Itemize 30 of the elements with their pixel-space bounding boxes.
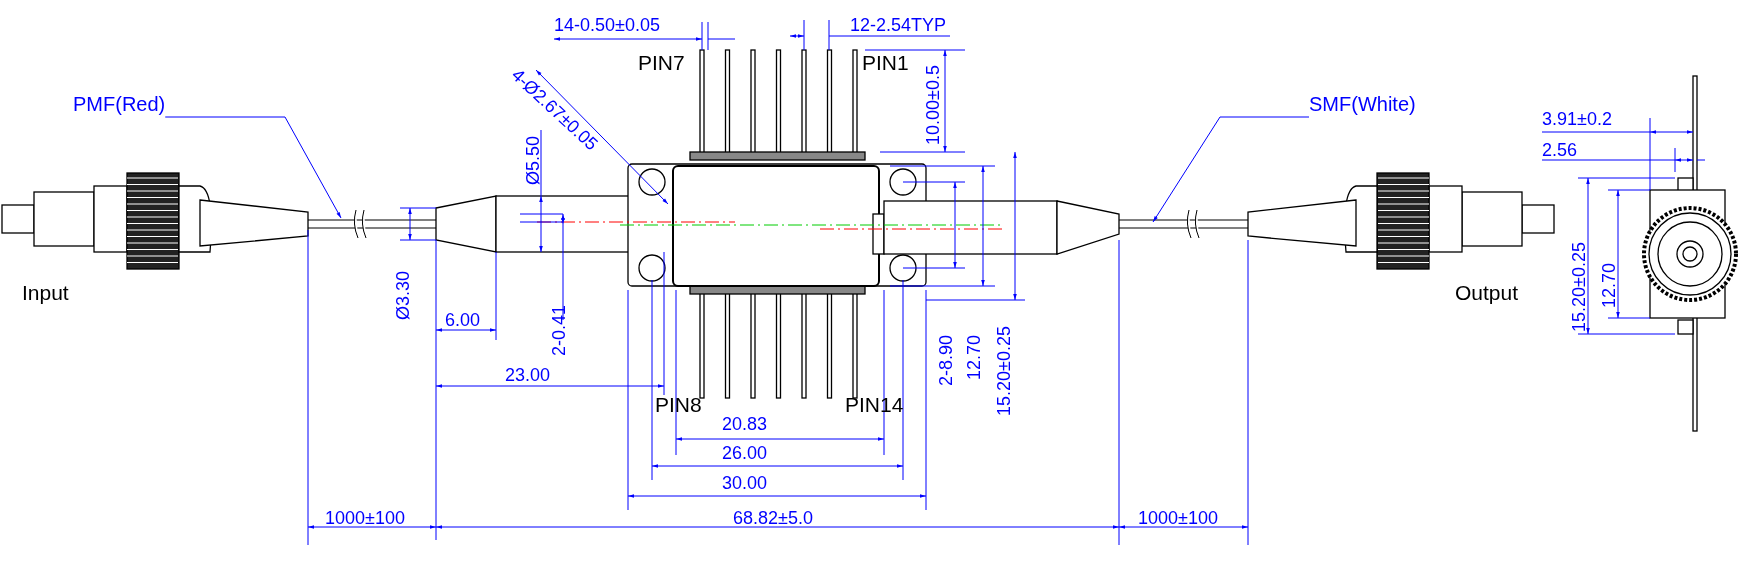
dimension-label: Ø3.30 [392,270,414,320]
dimension-label: 23.00 [505,364,551,387]
dimension-label: 6.00 [445,309,481,332]
dimension-label: 2-0.41 [548,304,570,356]
dimension-label: 10.00±0.5 [922,65,944,145]
leader-line [1152,116,1310,223]
part-label: PIN1 [862,50,909,76]
dimension-label: 1000±100 [325,507,405,530]
dimension-label: 1000±100 [1138,507,1218,530]
dimension-label: 68.82±5.0 [733,507,813,530]
dimension-label: 12-2.54TYP [850,14,947,37]
dimension-label: 2.56 [1542,139,1578,162]
part-label: Output [1455,280,1519,306]
dimension-label: 12.70 [1598,262,1620,308]
dimension-label: 15.20±0.25 [993,326,1015,416]
part-label: PIN8 [655,392,702,418]
leader-line [164,116,342,219]
dimension-label: 26.00 [722,442,768,465]
part-label: Input [22,280,69,306]
dimension-label: 14-0.50±0.05 [554,14,660,37]
dimension-label: 15.20±0.25 [1568,242,1590,332]
callout-label: PMF(Red) [73,92,166,117]
dimension-label: 3.91±0.2 [1542,108,1612,131]
dimension-label: 30.00 [722,472,768,495]
dimension-label: 2-8.90 [935,334,957,386]
dimension-label: 20.83 [722,413,768,436]
callout-label: SMF(White) [1309,92,1416,117]
part-label: PIN14 [845,392,904,418]
part-label: PIN7 [638,50,685,76]
dimension-label: 12.70 [963,334,985,380]
